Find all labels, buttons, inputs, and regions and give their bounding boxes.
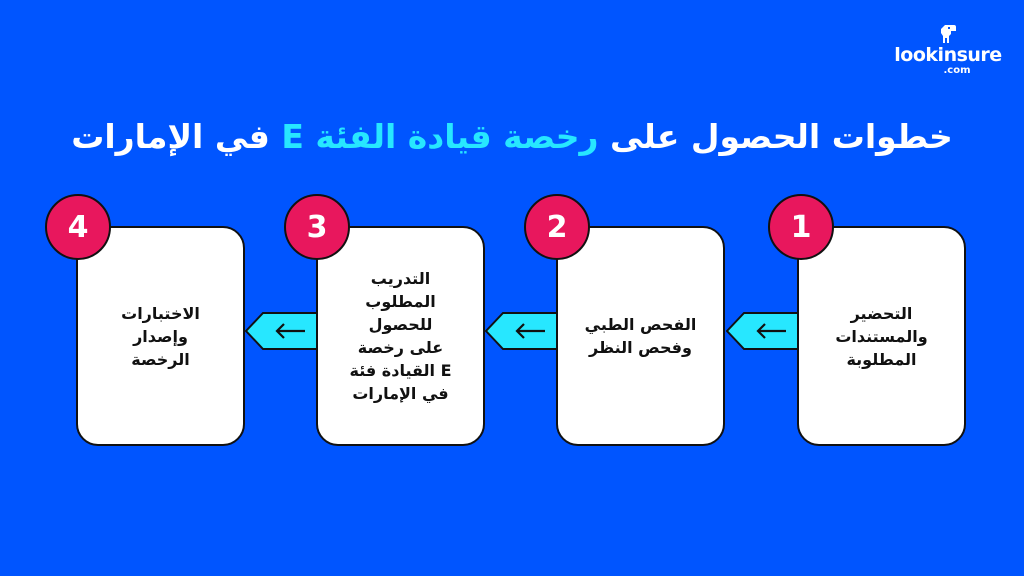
- step-badge-1: 1: [768, 194, 834, 260]
- arrow-left-icon: [245, 312, 317, 350]
- title-highlight: رخصة قيادة الفئة E: [281, 117, 599, 156]
- connector-3-to-4: [245, 312, 317, 350]
- dinosaur-mascot-icon: [941, 25, 956, 43]
- step-card-1: التحضير والمستندات المطلوبة: [797, 226, 966, 446]
- title-part-2: في الإمارات: [71, 117, 282, 156]
- arrow-left-icon: [485, 312, 557, 350]
- step-label: التحضير والمستندات المطلوبة: [835, 303, 928, 369]
- step-label: التدريب المطلوب للحصول على رخصة E القياد…: [349, 269, 452, 403]
- step-badge-3: 3: [284, 194, 350, 260]
- logo-suffix: .com: [943, 65, 971, 76]
- step-card-3: التدريب المطلوب للحصول على رخصة E القياد…: [316, 226, 485, 446]
- step-label: الفحص الطبي وفحص النظر: [584, 315, 697, 357]
- step-label: الاختبارات وإصدار الرخصة: [121, 303, 200, 369]
- step-badge-4: 4: [45, 194, 111, 260]
- connector-2-to-3: [485, 312, 557, 350]
- lookinsure-logo: lookinsure .com: [893, 24, 1003, 84]
- step-card-4: الاختبارات وإصدار الرخصة: [76, 226, 245, 446]
- arrow-left-icon: [726, 312, 798, 350]
- title-part-1: خطوات الحصول على: [598, 117, 953, 156]
- logo-wordmark: lookinsure: [894, 44, 1002, 66]
- page-title: خطوات الحصول على رخصة قيادة الفئة E في ا…: [0, 113, 1024, 161]
- step-card-2: الفحص الطبي وفحص النظر: [556, 226, 725, 446]
- connector-1-to-2: [726, 312, 798, 350]
- step-badge-2: 2: [524, 194, 590, 260]
